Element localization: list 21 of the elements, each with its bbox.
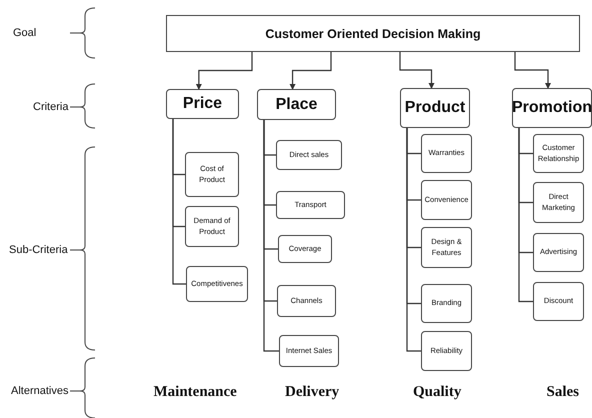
alternative-label: Maintenance	[154, 384, 237, 400]
level-label: Criteria	[33, 101, 68, 113]
arrow	[290, 52, 332, 90]
arrow	[196, 52, 253, 90]
arrow	[514, 52, 551, 89]
connector-line	[172, 119, 186, 285]
criteria-box: Price	[166, 89, 239, 119]
criteria-box: Place	[257, 89, 336, 120]
criteria-box: Product	[400, 88, 470, 128]
alternative-label: Delivery	[285, 384, 340, 400]
arrow	[399, 52, 434, 89]
alternative-label: Quality	[413, 384, 462, 400]
goal-box: Customer Oriented Decision Making	[166, 15, 580, 52]
criteria-box: Promotion	[512, 88, 592, 128]
connector-line	[263, 120, 279, 352]
alternative-label: Sales	[546, 384, 580, 400]
connector-line	[406, 128, 421, 352]
connector-line	[518, 128, 533, 302]
level-label: Alternatives	[11, 385, 68, 397]
level-label: Sub-Criteria	[9, 244, 68, 256]
level-label: Goal	[13, 27, 36, 39]
